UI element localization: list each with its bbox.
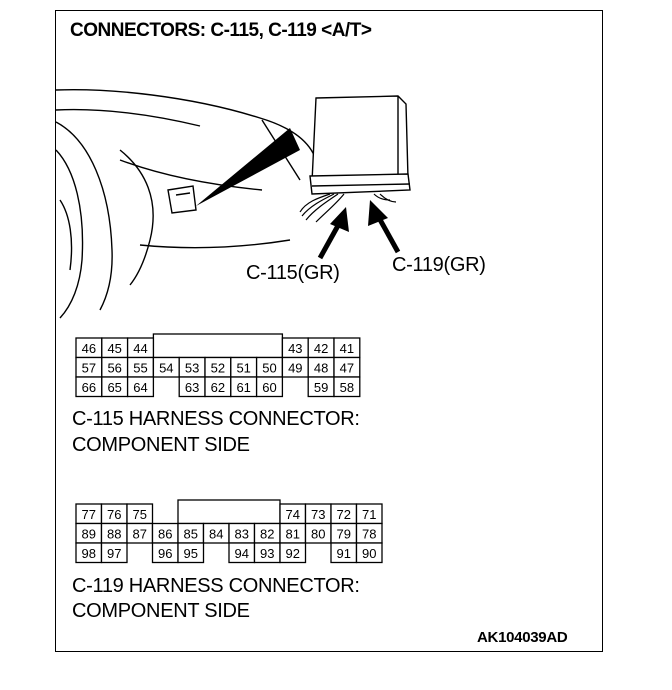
pin-cell xyxy=(355,542,383,564)
pin-number: 45 xyxy=(107,341,121,356)
pin-number: 64 xyxy=(133,380,147,395)
pin-number: 86 xyxy=(158,526,172,541)
pin-cell xyxy=(177,542,205,564)
connector-c115-face: 46 45 44 43 42 41 57 56 55 54 53 52 51 50 49 48 47 66 65 64… xyxy=(75,333,361,398)
c115-caption-side: COMPONENT SIDE xyxy=(72,434,250,456)
pin-number: 71 xyxy=(362,507,376,522)
pin-number: 54 xyxy=(159,360,173,375)
pin-number: 63 xyxy=(185,380,199,395)
pin-number: 90 xyxy=(362,546,376,561)
pin-number: 93 xyxy=(260,546,274,561)
pin-number: 85 xyxy=(184,526,198,541)
pin-number: 59 xyxy=(314,380,328,395)
pin-cell xyxy=(333,376,361,398)
pin-number: 41 xyxy=(340,341,354,356)
harness-wires xyxy=(299,193,397,223)
pin-number: 61 xyxy=(236,380,250,395)
pin-number: 42 xyxy=(314,341,328,356)
pin-number: 87 xyxy=(133,526,147,541)
pin-number: 66 xyxy=(82,380,96,395)
pin-number: 81 xyxy=(286,526,300,541)
pin-number: 48 xyxy=(314,360,328,375)
pin-number: 88 xyxy=(107,526,121,541)
pin-number: 62 xyxy=(211,380,225,395)
pin-number: 79 xyxy=(337,526,351,541)
pin-number: 80 xyxy=(311,526,325,541)
pointer-wedge xyxy=(196,128,300,206)
pin-number: 50 xyxy=(262,360,276,375)
pin-number: 92 xyxy=(286,546,300,561)
pin-cell xyxy=(126,376,155,398)
connector-c119-face: 77 76 75 74 73 72 71 89 88 87 86 85 84 83 82 81 80 79 78 98… xyxy=(75,499,383,564)
arrow-c119-icon xyxy=(368,200,401,254)
c119-arrow-label: C-119(GR) xyxy=(392,254,486,276)
pin-number: 52 xyxy=(211,360,225,375)
pin-cell xyxy=(255,376,284,398)
pin-number: 98 xyxy=(82,546,96,561)
pin-cell xyxy=(279,542,307,564)
pin-number: 78 xyxy=(362,526,376,541)
ecu-module xyxy=(309,95,411,195)
pin-number: 58 xyxy=(340,380,354,395)
pin-number: 97 xyxy=(107,546,121,561)
c115-arrow-label: C-115(GR) xyxy=(246,262,340,284)
pin-number: 56 xyxy=(107,360,121,375)
diagram-title: CONNECTORS: C-115, C-119 <A/T> xyxy=(70,20,372,41)
c119-caption: C-119 HARNESS CONNECTOR: xyxy=(72,575,360,597)
pin-number: 51 xyxy=(236,360,250,375)
pin-number: 95 xyxy=(184,546,198,561)
arrow-c115-icon xyxy=(317,207,349,260)
pin-number: 89 xyxy=(82,526,96,541)
pin-number: 82 xyxy=(260,526,274,541)
pin-number: 43 xyxy=(288,341,302,356)
c115-caption: C-115 HARNESS CONNECTOR: xyxy=(72,408,360,430)
pin-number: 96 xyxy=(158,546,172,561)
c119-caption-side: COMPONENT SIDE xyxy=(72,600,250,622)
pin-number: 75 xyxy=(133,507,147,522)
figure-id: AK104039AD xyxy=(477,629,568,646)
pin-number: 74 xyxy=(286,507,300,522)
pin-number: 53 xyxy=(185,360,199,375)
pin-number: 84 xyxy=(209,526,223,541)
connector-hood xyxy=(177,499,281,525)
pin-number: 65 xyxy=(107,380,121,395)
pin-number: 47 xyxy=(340,360,354,375)
pin-number: 94 xyxy=(235,546,249,561)
connector-hood xyxy=(152,333,284,359)
dashboard-drawing xyxy=(55,89,319,319)
diagram-frame xyxy=(55,10,603,652)
pin-cell xyxy=(100,542,128,564)
pin-number: 55 xyxy=(133,360,147,375)
pin-number: 60 xyxy=(262,380,276,395)
pin-number: 77 xyxy=(82,507,96,522)
pin-number: 83 xyxy=(235,526,249,541)
pin-number: 46 xyxy=(82,341,96,356)
pin-number: 91 xyxy=(337,546,351,561)
pin-number: 49 xyxy=(288,360,302,375)
pin-number: 44 xyxy=(133,341,147,356)
pin-number: 72 xyxy=(337,507,351,522)
pin-number: 76 xyxy=(107,507,121,522)
pin-number: 57 xyxy=(82,360,96,375)
pin-number: 73 xyxy=(311,507,325,522)
